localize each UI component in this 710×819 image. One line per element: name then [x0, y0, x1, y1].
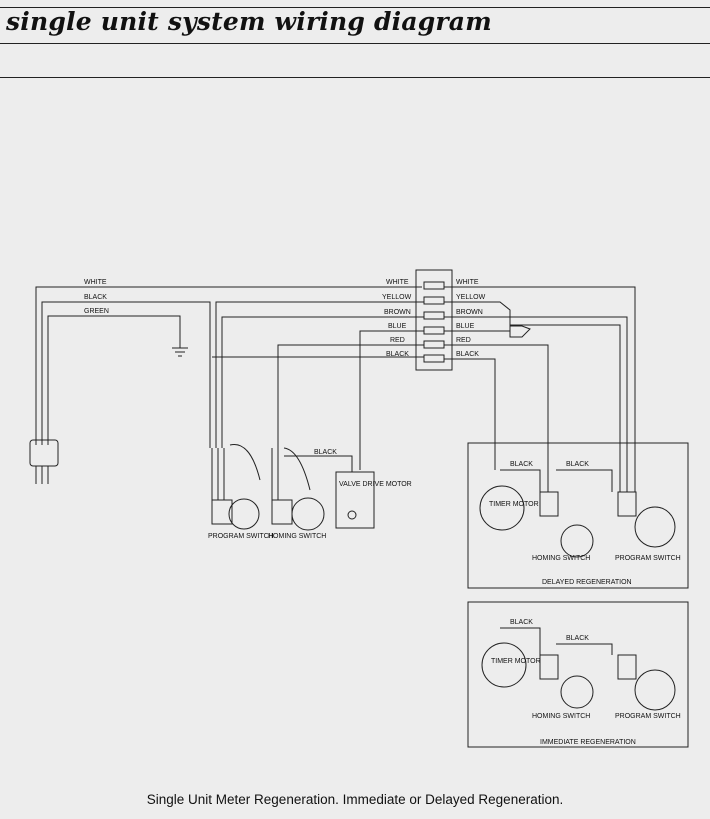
label-brown-strip-right: BROWN: [456, 309, 483, 316]
label-black-delayed-1: BLACK: [510, 461, 533, 468]
label-program-switch-immediate: PROGRAM SWITCH: [615, 713, 681, 720]
wire-green: [47, 315, 181, 445]
immediate-program-switch: [617, 654, 637, 680]
ground-symbol-icon: [172, 347, 188, 357]
label-white-strip-left: WHITE: [386, 279, 409, 286]
label-black-immediate-2: BLACK: [566, 635, 589, 642]
wire-black-right: [444, 358, 496, 470]
program-switch-lead: [211, 443, 261, 500]
terminal-strip: [415, 269, 453, 371]
panel-delayed-regeneration: [467, 442, 689, 589]
terminal-slots: [423, 281, 445, 363]
label-yellow-strip-left: YELLOW: [382, 294, 412, 301]
label-panel-delayed: DELAYED REGENERATION: [542, 579, 632, 586]
delayed-timer-motor: [479, 485, 525, 531]
label-program-switch-delayed: PROGRAM SWITCH: [615, 555, 681, 562]
immediate-black-2: [556, 643, 613, 655]
wire-black: [41, 301, 211, 448]
label-black-strip-right: BLACK: [456, 351, 479, 358]
label-blue-strip-right: BLUE: [456, 323, 475, 330]
wire-brown-left: [221, 316, 424, 448]
immediate-homing-switch: [539, 654, 559, 680]
label-white-strip-right: WHITE: [456, 279, 479, 286]
label-homing-switch-left: HOMING SWITCH: [268, 533, 326, 540]
delayed-black-2: [556, 469, 613, 492]
wire-brown-right: [444, 316, 628, 492]
plug-prongs-icon: [35, 466, 49, 484]
label-yellow-strip-right: YELLOW: [456, 294, 486, 301]
label-black-immediate-1: BLACK: [510, 619, 533, 626]
valve-motor-shaft: [347, 510, 357, 520]
label-blue-strip-left: BLUE: [388, 323, 407, 330]
delayed-program-cam: [634, 506, 676, 548]
label-black-delayed-2: BLACK: [566, 461, 589, 468]
label-homing-switch-delayed: HOMING SWITCH: [532, 555, 590, 562]
panel-immediate-regeneration: [467, 601, 689, 748]
homing-switch-body: [271, 499, 293, 525]
program-switch-cam: [228, 498, 260, 530]
label-brown-strip-left: BROWN: [384, 309, 411, 316]
immediate-black-1: [500, 627, 541, 655]
wire-yellow-left: [215, 301, 424, 448]
delayed-program-switch: [617, 491, 637, 517]
label-timer-motor-delayed: TIMER MOTOR: [489, 501, 539, 508]
plug-body-icon: [29, 439, 59, 467]
valve-motor-lead: [284, 455, 353, 472]
header-rule-middle: [0, 43, 710, 44]
page-title: single unit system wiring diagram: [6, 7, 492, 36]
header-rule-bottom: [0, 77, 710, 78]
immediate-homing-cam: [560, 675, 594, 709]
label-valve-drive-motor: VALVE DRIVE MOTOR: [339, 481, 412, 488]
wire-nut-icon: [509, 325, 531, 338]
wire-blue-left: [359, 330, 424, 470]
delayed-homing-switch: [539, 491, 559, 517]
label-black-strip-left: BLACK: [386, 351, 409, 358]
homing-switch-cam: [291, 497, 325, 531]
label-green-left: GREEN: [84, 308, 109, 315]
immediate-program-cam: [634, 669, 676, 711]
label-black-valve: BLACK: [314, 449, 337, 456]
wire-red-left: [277, 344, 424, 448]
delayed-black-1: [500, 469, 541, 492]
label-panel-immediate: IMMEDIATE REGENERATION: [540, 739, 636, 746]
wire-white-right: [444, 286, 636, 492]
label-timer-motor-immediate: TIMER MOTOR: [491, 658, 541, 665]
homing-switch-lead: [271, 447, 311, 500]
label-black-left: BLACK: [84, 294, 107, 301]
delayed-homing-cam: [560, 524, 594, 558]
program-switch-body: [211, 499, 233, 525]
label-homing-switch-immediate: HOMING SWITCH: [532, 713, 590, 720]
wire-white: [35, 286, 422, 445]
label-red-strip-left: RED: [390, 337, 405, 344]
caption: Single Unit Meter Regeneration. Immediat…: [146, 792, 564, 807]
label-program-switch-left: PROGRAM SWITCH: [208, 533, 274, 540]
label-white-left: WHITE: [84, 279, 107, 286]
immediate-timer-motor: [481, 642, 527, 688]
label-red-strip-right: RED: [456, 337, 471, 344]
header-rule-top: [0, 7, 710, 8]
valve-drive-motor-box: [335, 471, 375, 529]
